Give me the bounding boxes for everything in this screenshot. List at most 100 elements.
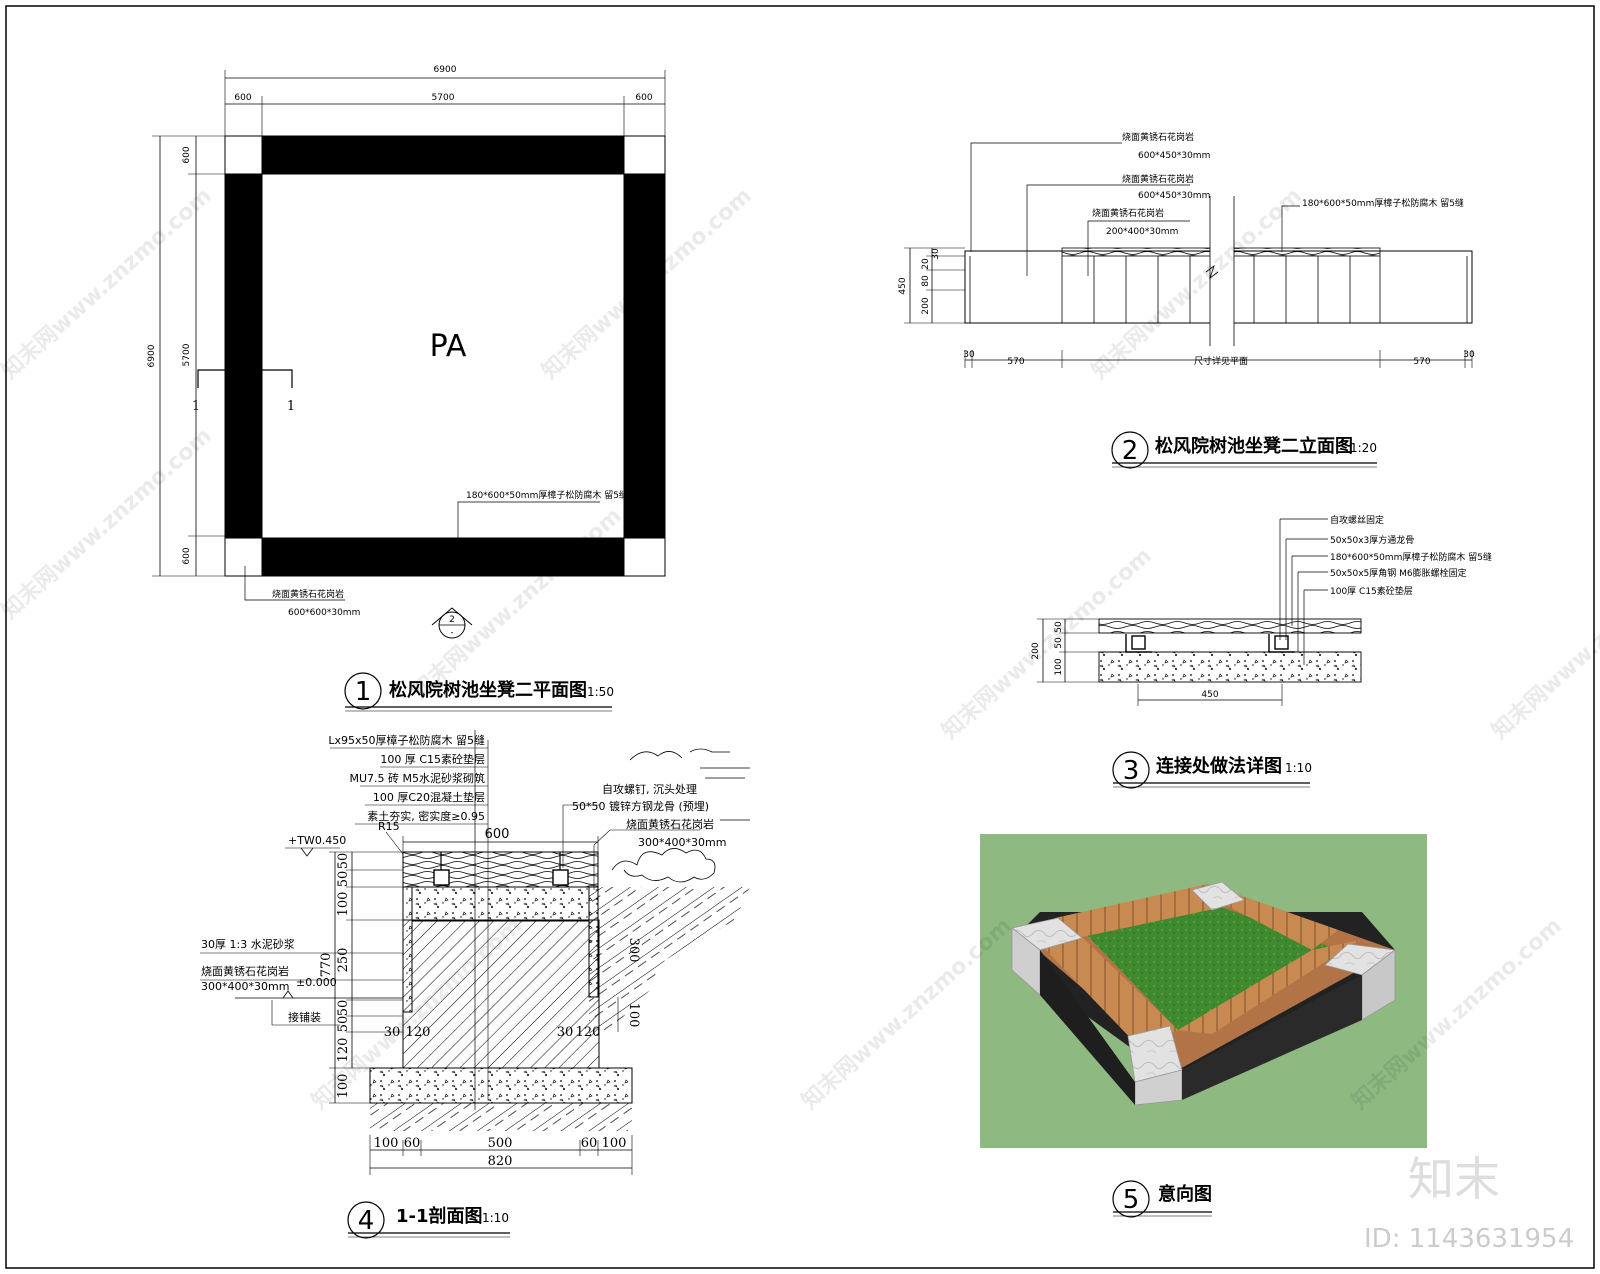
detail-dim-50a: 50 [1054,621,1064,633]
section-granite-right [588,886,599,998]
section-dim-mid-2: 120 [406,1025,431,1040]
detail-dim-450: 450 [1201,690,1218,700]
section-paving-note: 接铺装 [288,1011,321,1024]
detail-note-2: 50x50x3厚方通龙骨 [1330,534,1414,546]
plan-corner-granite [623,537,666,577]
plan-dim-mid-top: 5700 [432,93,455,103]
section-title-number: 4 [358,1206,375,1236]
plan-center-label: PA [430,329,467,364]
plan-title: 松风院树池坐凳二平面图 [389,679,587,701]
section-title: 1-1剖面图 [396,1205,483,1227]
section-brick-core [402,919,600,1069]
detail-note-5: 100厚 C15素砼垫层 [1330,585,1413,597]
section-note-right-3: 烧面黄锈石花岗岩 [626,817,714,831]
plan-bench-left [225,174,262,538]
detail-note-1: 自攻螺丝固定 [1330,514,1384,526]
section-dim-left-1: 50 [336,853,351,870]
detail-dim-100: 100 [1054,658,1064,675]
plan-granite-note-2: 600*600*30mm [288,608,360,618]
section-dim-left-3: 100 [336,892,351,917]
plan-view: 6900 600 5700 600 6900 600 5700 600 PA 1… [147,65,666,712]
section-note-right-2: 50*50 镀锌方钢龙骨 (预埋) [572,799,709,813]
section-dim-left-7: 50 [336,1016,351,1033]
render-title-number: 5 [1123,1185,1140,1215]
elevation-dim-30: 30 [931,248,941,260]
plan-section-mark-right: 1 [287,399,295,414]
elevation-dim-200: 200 [921,297,931,314]
section-dim-right-1: 100 [626,1003,641,1028]
plan-index-bottom: - [450,628,453,638]
section-concrete-layer [411,886,590,922]
watermark-id: ID: 1143631954 [1364,1224,1574,1254]
elevation-note-2: 600*450*30mm [1138,151,1210,161]
section-level-top: +TW0.450 [288,834,346,847]
plan-corner-granite [224,135,263,175]
plan-bench-right [624,174,665,538]
elevation-title: 松风院树池坐凳二立面图 [1155,435,1353,457]
plan-dim-left-3: 600 [182,547,192,564]
plan-dim-left-top: 600 [234,93,251,103]
plan-title-number: 1 [355,677,372,707]
section-dim-left-6: 50 [336,1000,351,1017]
elevation-dim-bottom-4: 570 [1413,357,1430,367]
elevation-dim-bottom-5: 30 [1463,350,1475,360]
elevation-dim-bottom-1: 30 [963,350,975,360]
watermark-text: 知末网www.znzmo.com [0,423,217,625]
section-granite-note-2: 300*400*30mm [201,980,289,993]
detail-dim-50b: 50 [1054,637,1064,649]
plan-index-top: 2 [449,615,455,625]
section-dim-left-4: 250 [336,948,351,973]
section-dim-right-2: 300 [626,938,641,963]
section-scale: 1:10 [482,1211,509,1225]
elevation-dim-20: 20 [921,258,931,270]
section-granite-left [402,886,413,1013]
elevation-note-4: 600*450*30mm [1138,191,1210,201]
elevation-title-number: 2 [1122,436,1139,466]
plan-section-mark-left: 1 [192,399,200,414]
section-view: Lx95x50厚樟子松防腐木 留5缝 100 厚 C15素砼垫层 MU7.5 砖… [200,730,750,1239]
sheet-frame [5,5,1595,1269]
section-dim-bottom-2: 60 [404,1136,421,1151]
elevation-scale: 1:20 [1350,441,1377,455]
plan-dim-total-top: 6900 [434,65,457,75]
plan-dim-right-top: 600 [635,93,652,103]
section-granite-note-1: 烧面黄锈石花岗岩 [201,964,289,978]
plan-dim-total-left: 6900 [147,344,157,367]
section-dim-mid-3: 30 [557,1025,574,1040]
detail-dim-200: 200 [1031,642,1041,659]
plan-bench-bottom [262,538,624,576]
section-dim-total: 820 [488,1154,513,1169]
elevation-dim-450: 450 [898,277,908,294]
section-note-left-5: 素土夯实, 密实度≥0.95 [367,809,485,823]
section-dim-bottom-1: 100 [374,1136,399,1151]
section-dim-top: 600 [485,827,510,842]
section-dim-mid-1: 30 [384,1025,401,1040]
plan-wood-note: 180*600*50mm厚樟子松防腐木 留5缝 [466,489,628,501]
watermark-text: 知末网www.znzmo.com [1487,543,1600,745]
detail-note-3: 180*600*50mm厚樟子松防腐木 留5缝 [1330,551,1492,563]
detail-wood [1098,618,1362,634]
section-note-right-1: 自攻螺钉, 沉头处理 [602,782,697,796]
section-foundation [369,1067,633,1104]
plan-corner-granite [224,537,263,577]
detail-scale: 1:10 [1285,761,1312,775]
plan-tree-pit [261,173,625,539]
render-grass [1082,902,1330,1030]
intent-render: 5 意向图 [980,834,1427,1218]
section-level-zero: ±0.000 [296,976,337,989]
elevation-note-6: 200*400*30mm [1106,227,1178,237]
section-radius: R15 [378,820,400,833]
elevation-dim-bottom-3: 尺寸详见平面 [1194,355,1248,367]
render-title: 意向图 [1158,1183,1212,1205]
section-dim-bottom-3: 500 [488,1136,513,1151]
detail-title-number: 3 [1123,756,1140,786]
section-wood-top [402,851,599,888]
elevation-note-7: 180*600*50mm厚樟子松防腐木 留5缝 [1302,197,1464,209]
watermark-brand: 知末 [1408,1152,1500,1206]
section-shrub-sketch [611,748,750,883]
watermark-text: 知末网www.znzmo.com [937,543,1157,745]
connection-detail: 自攻螺丝固定 50x50x3厚方通龙骨 180*600*50mm厚樟子松防腐木 … [1031,514,1492,789]
elevation-note-3: 烧面黄锈石花岗岩 [1122,173,1194,185]
section-dim-left-5: 770 [319,953,334,978]
